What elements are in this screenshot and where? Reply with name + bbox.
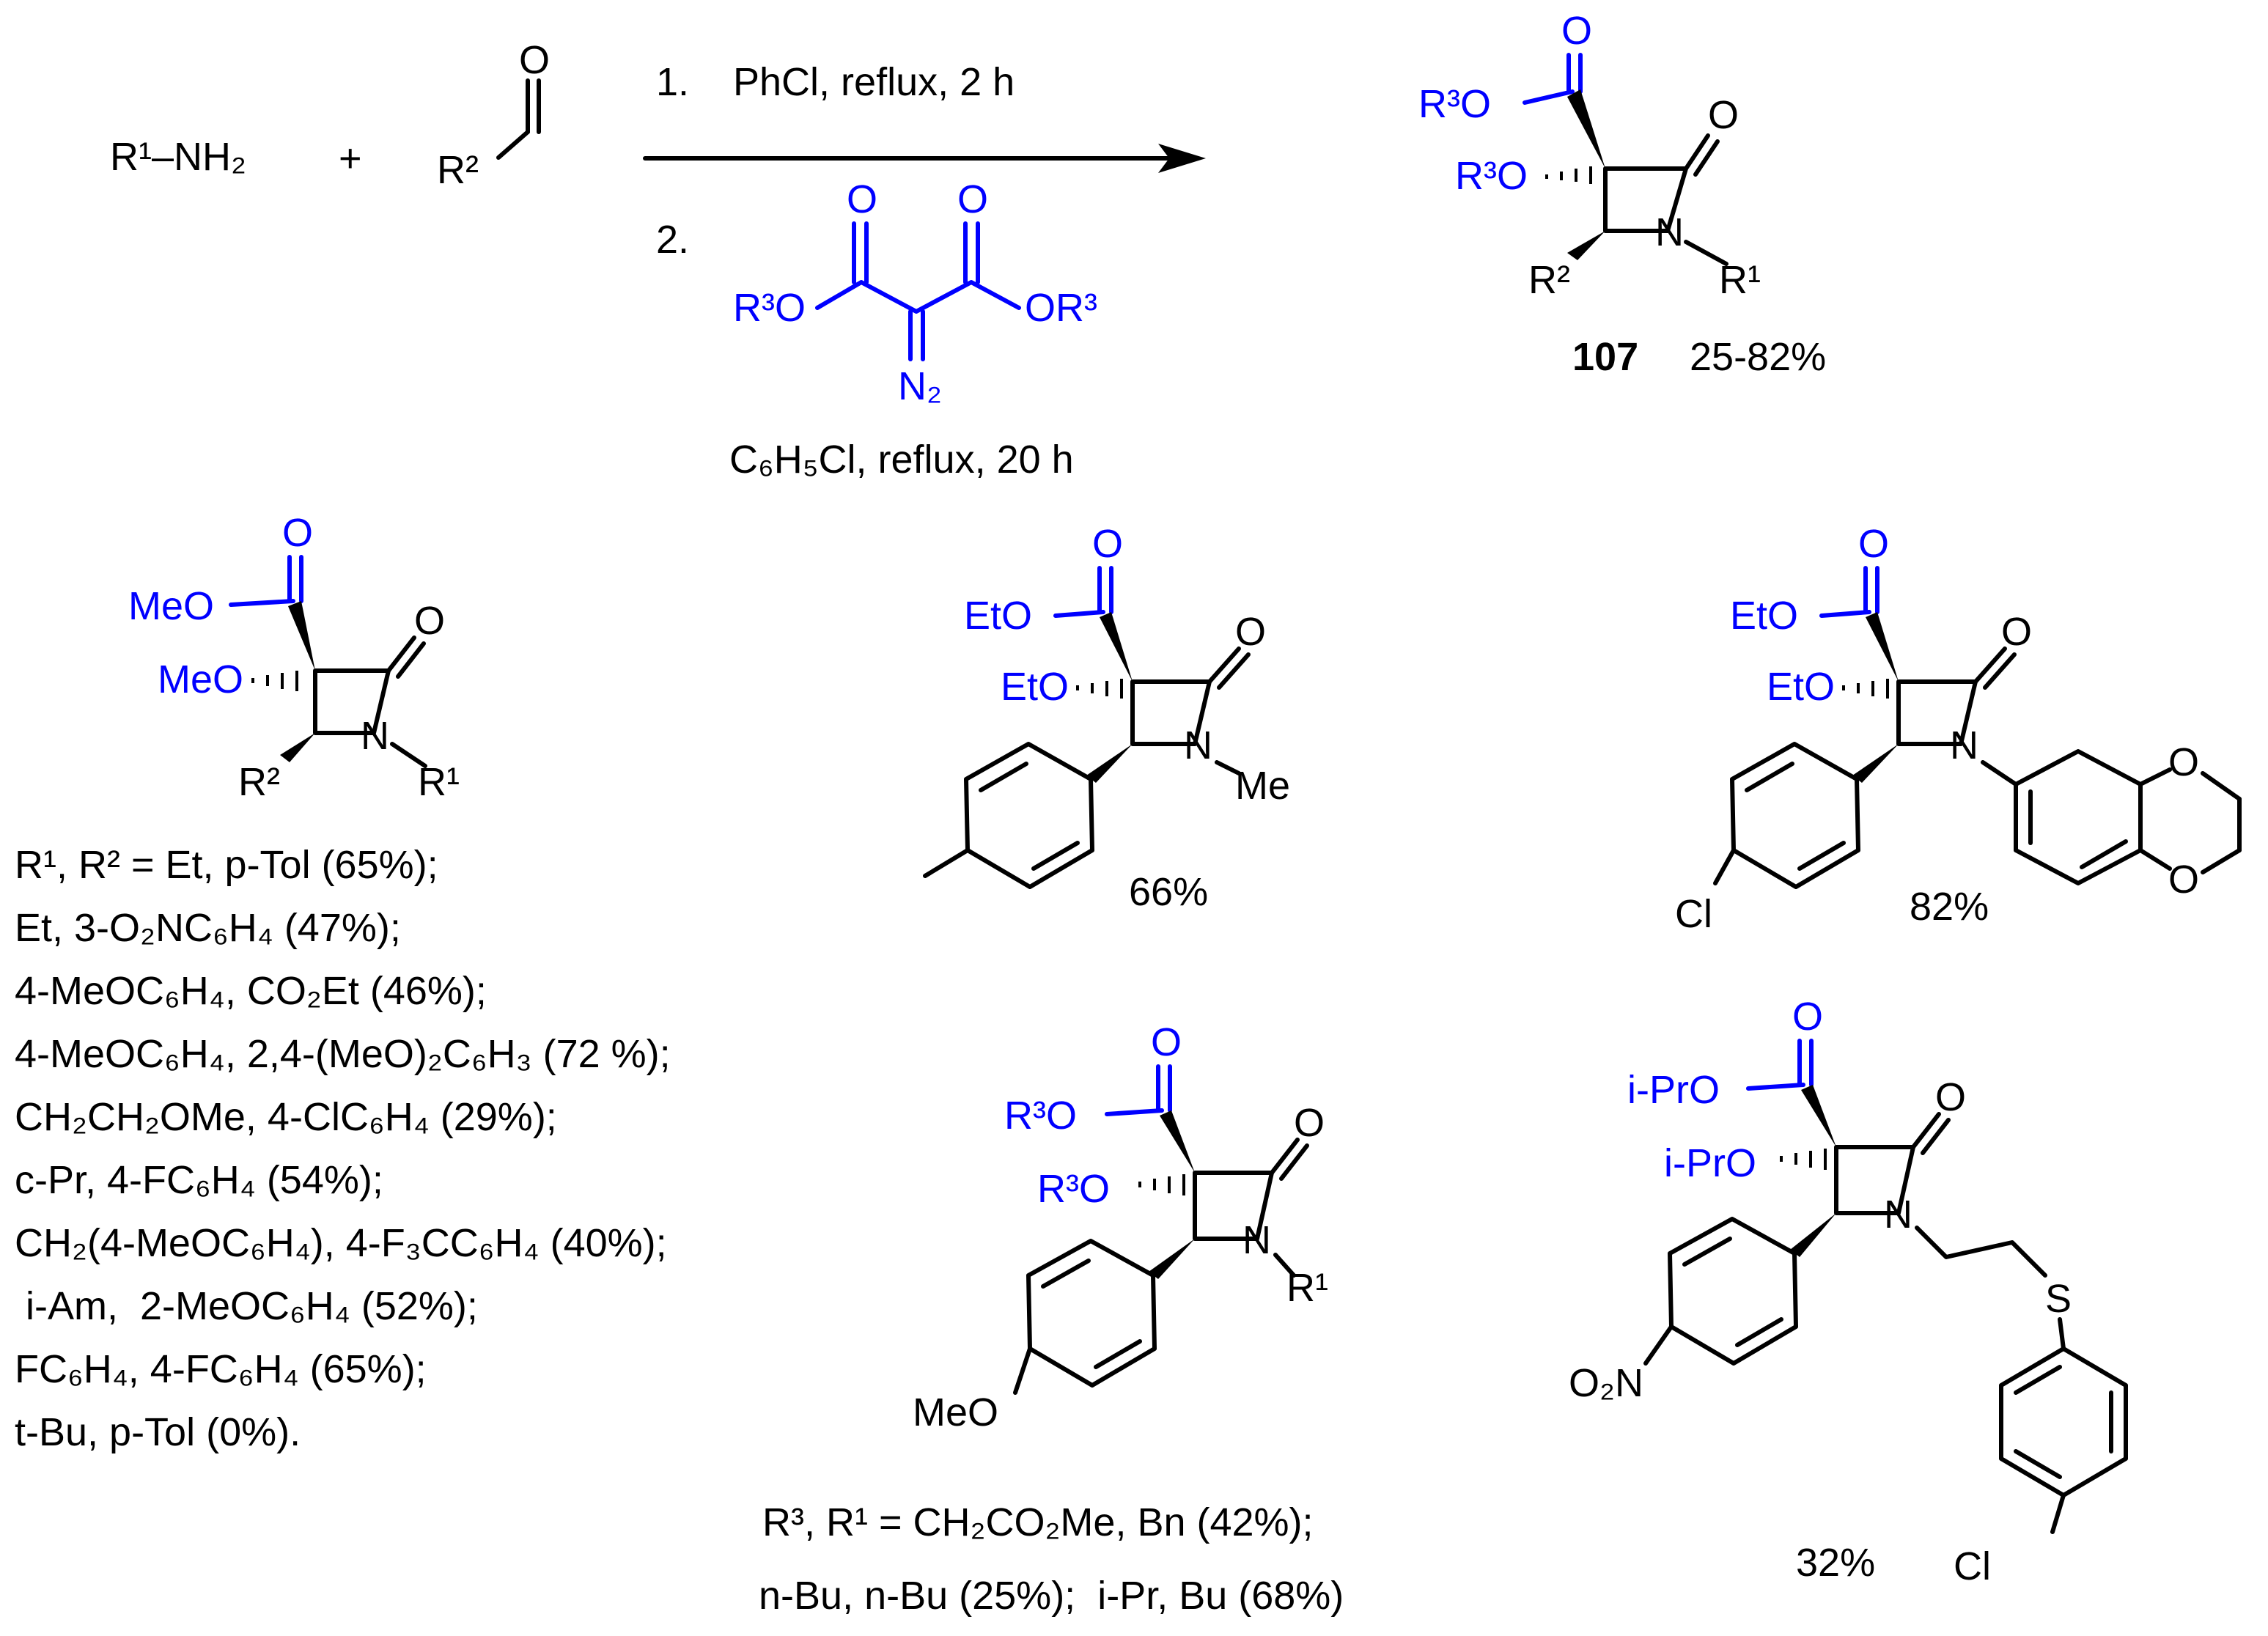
ex4-methoxyphenyl-ring <box>1026 1239 1157 1388</box>
ex5-n: N <box>1884 1193 1912 1237</box>
ex4-r1: R¹ <box>1286 1266 1328 1310</box>
ex5-no2: O₂N <box>1569 1361 1643 1405</box>
ex1-carbonyl-o: O <box>414 599 445 643</box>
ex2-yield: 66% <box>1129 870 1208 914</box>
ex1-entry-4: 4-MeOC₆H₄, 2,4-(MeO)₂C₆H₃ (72 %); <box>15 1032 671 1076</box>
ex2-tolyl-ring <box>964 742 1094 889</box>
product-id: 107 <box>1572 335 1638 379</box>
diazo-backbone <box>815 280 1021 314</box>
diazo-o-right: O <box>957 177 988 221</box>
ex3-o-b: O <box>2168 858 2199 902</box>
ex5-s: S <box>2045 1277 2072 1321</box>
ex4-ester-label: R³O <box>1004 1094 1077 1138</box>
ex1-entry-2: Et, 3-O₂NC₆H₄ (47%); <box>15 906 401 950</box>
ex4-n: N <box>1242 1218 1271 1262</box>
ex4-carbonyl-o: O <box>1294 1101 1325 1145</box>
ex3-o-a: O <box>2168 740 2199 784</box>
product-ring-co <box>1684 133 1710 171</box>
ex5-yield: 32% <box>1796 1541 1875 1585</box>
step2-number: 2. <box>656 218 689 262</box>
ex3-carbonyl-o: O <box>2001 610 2032 654</box>
product-r2: R² <box>1528 258 1570 302</box>
product-wedge-up <box>1567 89 1605 169</box>
plus-sign: + <box>339 136 362 180</box>
ex1-entry-7: CH₂(4-MeOC₆H₄), 4-F₃CC₆H₄ (40%); <box>15 1221 667 1265</box>
reaction-arrow-group: 1. PhCl, reflux, 2 h 2. R³O O O OR³ N₂ C… <box>643 60 1206 482</box>
product-yield: 25-82% <box>1690 335 1826 379</box>
ex2-me: Me <box>1235 764 1290 808</box>
product-ester-label: R³O <box>1418 82 1491 126</box>
diazo-ester-right: OR³ <box>1025 286 1097 330</box>
arrowhead <box>1158 144 1206 173</box>
ex3-ring-o: O <box>1858 522 1889 566</box>
example-5: O i-PrO i-PrO O N S Cl O₂N 32% <box>1569 995 2128 1588</box>
diazo-malonate: R³O O O OR³ N₂ <box>733 177 1097 408</box>
aldehyde-bond <box>496 130 530 160</box>
ex4-line-1: R³, R¹ = CH₂CO₂Me, Bn (42%); <box>762 1500 1314 1544</box>
ex1-entry-10: t-Bu, p-Tol (0%). <box>15 1410 301 1454</box>
ex2-ester-label: EtO <box>964 594 1032 638</box>
step1-conditions: PhCl, reflux, 2 h <box>733 60 1015 104</box>
ex1-r1: R¹ <box>418 760 460 804</box>
ex4-line-2: n-Bu, n-Bu (25%); i-Pr, Bu (68%) <box>759 1574 1344 1618</box>
ex1-entry-9: FC₆H₄, 4-FC₆H₄ (65%); <box>15 1347 427 1391</box>
ex2-n: N <box>1184 723 1212 767</box>
example-3: O EtO EtO O N Cl O O 82% <box>1675 522 2242 936</box>
ex5-ring-o: O <box>1792 995 1823 1039</box>
ex1-ester-label: MeO <box>128 584 214 628</box>
ex1-entry-1: R¹, R² = Et, p-Tol (65%); <box>15 843 438 887</box>
ex5-ester-label: i-PrO <box>1627 1068 1720 1112</box>
ex2-ring-o: O <box>1092 522 1123 566</box>
product-wedge-r2 <box>1567 231 1605 260</box>
product-ester-o-label: O <box>1561 9 1592 53</box>
product-ring <box>1603 166 1688 233</box>
example-4: O R³O R³O O N R¹ MeO R³, R¹ = CH₂CO₂Me, … <box>759 1020 1344 1618</box>
example-1: O MeO MeO O N R¹ R² R¹, R² = Et, p-Tol (… <box>15 511 671 1454</box>
starting-materials: R¹–NH₂ + R² O <box>110 38 550 192</box>
ex5-cl: Cl <box>1954 1544 1991 1588</box>
ex5-ether-label: i-PrO <box>1664 1141 1756 1185</box>
product-carbonyl-o: O <box>1708 93 1739 137</box>
example-2: O EtO EtO O N Me 66% <box>923 522 1290 914</box>
ex1-n: N <box>361 714 389 758</box>
ex4-ether-label: R³O <box>1037 1167 1110 1211</box>
ex2-ether-label: EtO <box>1001 665 1069 709</box>
product-r1: R¹ <box>1719 258 1761 302</box>
ex1-r2: R² <box>238 760 280 804</box>
ex3-yield: 82% <box>1910 885 1989 929</box>
ex3-chlorophenyl-ring <box>1730 742 1860 889</box>
ex2-carbonyl-o: O <box>1235 610 1266 654</box>
ex3-n: N <box>1950 723 1978 767</box>
ex1-entry-8: i-Am, 2-MeOC₆H₄ (52%); <box>15 1284 478 1328</box>
product-n: N <box>1655 210 1684 254</box>
ex1-entry-5: CH₂CH₂OMe, 4-ClC₆H₄ (29%); <box>15 1095 557 1139</box>
product-ether-label: R³O <box>1455 154 1528 198</box>
ex1-ether-label: MeO <box>158 657 243 701</box>
diazo-o-left: O <box>847 177 877 221</box>
ex1-entry-6: c-Pr, 4-FC₆H₄ (54%); <box>15 1158 383 1202</box>
step1-number: 1. <box>656 60 689 104</box>
ex3-benzodioxane-ring <box>2014 749 2143 885</box>
product-ester-bond <box>1523 89 1575 105</box>
amine-label: R¹–NH₂ <box>110 135 246 179</box>
ex5-nitrophenyl-ring <box>1668 1217 1798 1366</box>
ex3-ester-label: EtO <box>1730 594 1798 638</box>
product-ring-co-2 <box>1693 139 1720 177</box>
ex1-entry-3: 4-MeOC₆H₄, CO₂Et (46%); <box>15 969 487 1013</box>
ex3-cl: Cl <box>1675 892 1712 936</box>
ex1-ring-o: O <box>282 511 313 555</box>
diazo-n2: N₂ <box>898 364 942 408</box>
ex5-carbonyl-o: O <box>1935 1075 1966 1119</box>
product-107: O R³O R³O O N R¹ R² 107 25-82% <box>1418 9 1826 379</box>
ex3-ether-label: EtO <box>1767 665 1835 709</box>
aldehyde-o-label: O <box>519 38 550 82</box>
diazo-ester-left: R³O <box>733 286 806 330</box>
step2-conditions: C₆H₅Cl, reflux, 20 h <box>729 438 1074 482</box>
ex5-chlorophenyl-ring <box>1999 1346 2128 1497</box>
aldehyde-r2-label: R² <box>437 148 479 192</box>
ex4-ring-o: O <box>1151 1020 1182 1064</box>
ex4-meo: MeO <box>913 1390 998 1434</box>
